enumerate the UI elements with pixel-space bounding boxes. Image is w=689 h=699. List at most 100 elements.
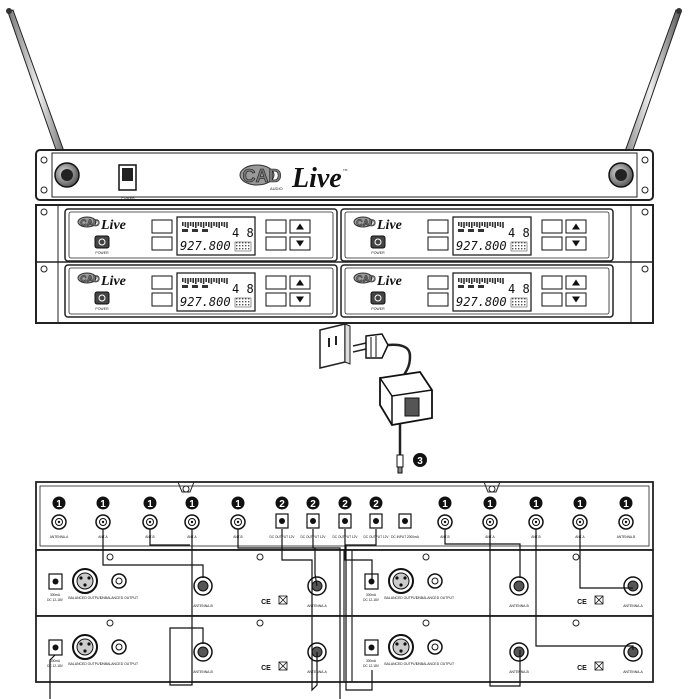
svg-text:Live: Live bbox=[376, 274, 402, 289]
receiver-select-button[interactable] bbox=[151, 236, 173, 251]
svg-text:1: 1 bbox=[533, 499, 539, 510]
cable-path bbox=[345, 529, 377, 691]
svg-text:300mA: 300mA bbox=[50, 593, 61, 597]
svg-text:UNBALANCED OUTPUT: UNBALANCED OUTPUT bbox=[100, 596, 138, 600]
receiver-enter-button[interactable] bbox=[265, 292, 287, 307]
svg-text:TM: TM bbox=[343, 168, 348, 172]
receiver-power-label: POWER bbox=[95, 307, 109, 311]
svg-text:CE: CE bbox=[577, 599, 587, 606]
cable-path bbox=[149, 529, 190, 546]
wall-outlet bbox=[319, 323, 351, 369]
svg-text:1: 1 bbox=[487, 499, 493, 510]
antenna-right bbox=[618, 8, 682, 171]
svg-text:DC INPUT 2000mA: DC INPUT 2000mA bbox=[391, 535, 420, 539]
receiver-frequency: 927.800 bbox=[180, 295, 231, 309]
svg-text:ANTENNA-B: ANTENNA-B bbox=[193, 670, 213, 674]
receiver-set-button[interactable] bbox=[427, 219, 449, 234]
cable-path bbox=[169, 529, 204, 686]
svg-text:1: 1 bbox=[189, 499, 195, 510]
unbalanced-output[interactable] bbox=[111, 573, 127, 589]
receiver-set-button[interactable] bbox=[151, 275, 173, 290]
svg-text:ANTENNA-A: ANTENNA-A bbox=[623, 670, 643, 674]
receiver-power-label: POWER bbox=[371, 251, 385, 255]
receiver-power-label: POWER bbox=[95, 251, 109, 255]
svg-text:UNBALANCED OUTPUT: UNBALANCED OUTPUT bbox=[416, 596, 454, 600]
svg-text:300mA: 300mA bbox=[366, 593, 377, 597]
distribution-jack[interactable]: DC INPUT 2000mA bbox=[391, 513, 420, 539]
receiver-mode-button[interactable] bbox=[265, 219, 287, 234]
svg-text:CE: CE bbox=[577, 665, 587, 672]
svg-text:CE: CE bbox=[261, 665, 271, 672]
receiver-power-button[interactable] bbox=[94, 235, 110, 249]
unbalanced-output[interactable] bbox=[427, 573, 443, 589]
svg-text:ANTENNA-A: ANTENNA-A bbox=[623, 604, 643, 608]
callout-adapter: 3 bbox=[413, 453, 427, 467]
svg-text:BALANCED OUTPUT: BALANCED OUTPUT bbox=[384, 662, 417, 666]
svg-text:1: 1 bbox=[56, 499, 62, 510]
svg-text:ANTENNA-B: ANTENNA-B bbox=[193, 604, 213, 608]
receiver-channel: 4 8 bbox=[232, 226, 254, 240]
cable-path bbox=[579, 529, 633, 589]
svg-text:BALANCED OUTPUT: BALANCED OUTPUT bbox=[68, 596, 101, 600]
receiver-power-button[interactable] bbox=[370, 235, 386, 249]
svg-text:300mA: 300mA bbox=[50, 659, 61, 663]
receiver-mode-button[interactable] bbox=[541, 275, 563, 290]
svg-text:Live: Live bbox=[100, 274, 126, 289]
unbalanced-output[interactable] bbox=[111, 639, 127, 655]
svg-text:ANTENNA-B: ANTENNA-B bbox=[509, 670, 529, 674]
receiver-select-button[interactable] bbox=[427, 292, 449, 307]
svg-text:CAD: CAD bbox=[80, 274, 100, 284]
receiver-mode-button[interactable] bbox=[265, 275, 287, 290]
svg-text:1: 1 bbox=[442, 499, 448, 510]
receiver-power-button[interactable] bbox=[94, 291, 110, 305]
receiver-enter-button[interactable] bbox=[541, 236, 563, 251]
svg-text:Live: Live bbox=[100, 218, 126, 233]
svg-text:2: 2 bbox=[279, 499, 285, 510]
svg-text:CAD: CAD bbox=[243, 166, 282, 186]
svg-text:AUDIO: AUDIO bbox=[270, 186, 283, 191]
svg-text:CAD: CAD bbox=[356, 274, 376, 284]
receiver-enter-button[interactable] bbox=[265, 236, 287, 251]
svg-text:CAD: CAD bbox=[356, 218, 376, 228]
receiver-select-button[interactable] bbox=[151, 292, 173, 307]
cable-path bbox=[49, 529, 341, 699]
svg-text:BALANCED OUTPUT: BALANCED OUTPUT bbox=[68, 662, 101, 666]
svg-text:UNBALANCED OUTPUT: UNBALANCED OUTPUT bbox=[100, 662, 138, 666]
receiver-set-button[interactable] bbox=[427, 275, 449, 290]
receiver-power-button[interactable] bbox=[370, 291, 386, 305]
svg-text:1: 1 bbox=[235, 499, 241, 510]
receiver-mode-button[interactable] bbox=[541, 219, 563, 234]
svg-text:CE: CE bbox=[261, 599, 271, 606]
cable-path bbox=[281, 529, 318, 692]
svg-text:ANTENNA-B: ANTENNA-B bbox=[617, 535, 635, 539]
svg-text:BALANCED OUTPUT: BALANCED OUTPUT bbox=[384, 596, 417, 600]
brand-logo: CAD AUDIO Live TM bbox=[239, 163, 348, 194]
unbalanced-output[interactable] bbox=[427, 639, 443, 655]
receiver-enter-button[interactable] bbox=[541, 292, 563, 307]
svg-text:ANTENNA-A: ANTENNA-A bbox=[50, 535, 69, 539]
svg-text:2: 2 bbox=[373, 499, 379, 510]
svg-text:300mA: 300mA bbox=[366, 659, 377, 663]
svg-text:1: 1 bbox=[147, 499, 153, 510]
receiver-select-button[interactable] bbox=[427, 236, 449, 251]
svg-text:DC 12-18V: DC 12-18V bbox=[47, 664, 64, 668]
cables bbox=[49, 529, 634, 699]
cable-path bbox=[444, 529, 521, 578]
cable-path bbox=[489, 529, 521, 687]
cable-path bbox=[344, 529, 373, 582]
receiver-set-button[interactable] bbox=[151, 219, 173, 234]
svg-text:3: 3 bbox=[417, 456, 423, 467]
